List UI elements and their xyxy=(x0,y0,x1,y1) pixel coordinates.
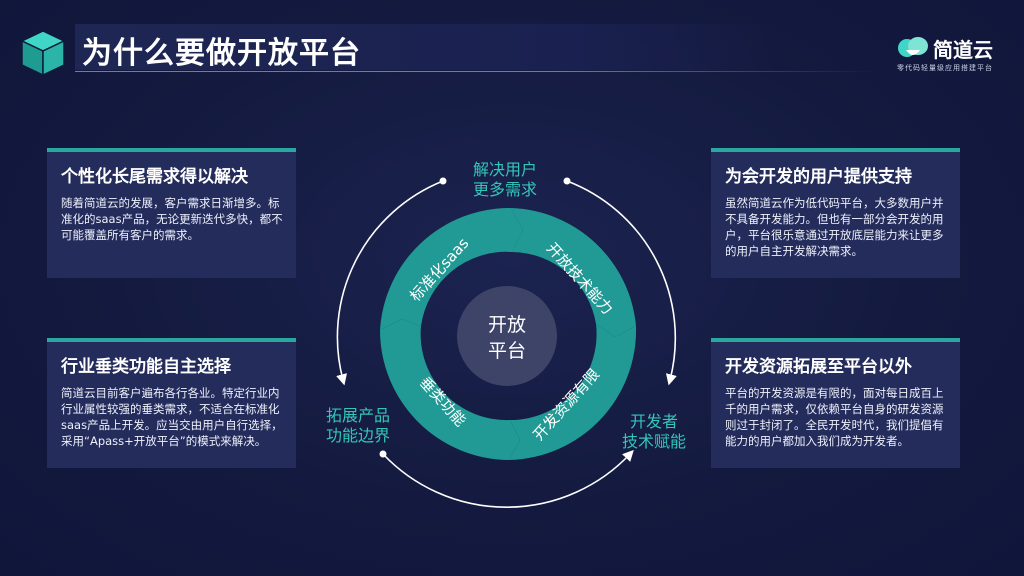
card-vertical-features: 行业垂类功能自主选择 简道云目前客户遍布各行各业。特定行业内行业属性较强的垂类需… xyxy=(47,338,296,468)
card-body: 平台的开发资源是有限的，面对每日成百上千的用户需求，仅依赖平台自身的研发资源则过… xyxy=(725,386,944,448)
card-heading: 个性化长尾需求得以解决 xyxy=(61,167,248,187)
outer-label-extend-boundary: 拓展产品 功能边界 xyxy=(308,406,408,446)
card-developer-support: 为会开发的用户提供支持 虽然简道云作为低代码平台，大多数用户并不具备开发能力。但… xyxy=(711,148,960,278)
card-dev-resources: 开发资源拓展至平台以外 平台的开发资源是有限的，面对每日成百上千的用户需求，仅依… xyxy=(711,338,960,468)
header-divider xyxy=(75,71,875,72)
segment-open-tech xyxy=(511,208,636,337)
cycle-arrow-right xyxy=(566,180,677,386)
cycle-arrow-bottom xyxy=(382,449,634,508)
segment-dev-resources xyxy=(509,324,637,460)
label-line: 功能边界 xyxy=(325,426,390,445)
label-line: 技术赋能 xyxy=(621,432,686,451)
card-long-tail-needs: 个性化长尾需求得以解决 随着简道云的发展，客户需求日渐增多。标准化的saas产品… xyxy=(47,148,296,278)
card-body: 虽然简道云作为低代码平台，大多数用户并不具备开发能力。但也有一部分会开发的用户，… xyxy=(725,196,944,258)
card-body: 简道云目前客户遍布各行各业。特定行业内行业属性较强的垂类需求，不适合在标准化sa… xyxy=(61,386,283,448)
label-line: 解决用户 xyxy=(472,160,537,179)
arrow-start-dot xyxy=(379,450,387,458)
cube-icon xyxy=(20,30,66,77)
segment-vertical-features xyxy=(380,319,520,460)
brand-logo: 简道云 零代码轻量级应用搭建平台 xyxy=(897,34,1007,74)
label-line: 开发者 xyxy=(629,412,678,431)
center-label-line1: 开放 xyxy=(488,314,526,336)
segment-standard-saas xyxy=(380,207,523,330)
label-line: 拓展产品 xyxy=(325,406,390,425)
arrow-start-dot xyxy=(439,177,447,185)
center-hub xyxy=(457,286,557,386)
outer-label-solve-needs: 解决用户 更多需求 xyxy=(455,160,555,200)
card-body: 随着简道云的发展，客户需求日渐增多。标准化的saas产品，无论更新迭代多快，都不… xyxy=(61,196,283,242)
cycle-arrow-top-left xyxy=(336,180,444,386)
label-line: 更多需求 xyxy=(472,180,537,199)
arrow-start-dot xyxy=(563,177,571,185)
cloud-heart-icon xyxy=(898,37,928,57)
center-label-line2: 平台 xyxy=(488,340,526,362)
card-heading: 行业垂类功能自主选择 xyxy=(61,357,231,377)
brand-name: 简道云 xyxy=(933,38,993,62)
header-bar xyxy=(75,24,775,70)
brand-tagline: 零代码轻量级应用搭建平台 xyxy=(897,64,993,72)
card-heading: 开发资源拓展至平台以外 xyxy=(725,357,912,377)
page-title: 为什么要做开放平台 xyxy=(82,36,361,71)
outer-label-developer-empower: 开发者 技术赋能 xyxy=(604,412,704,452)
card-heading: 为会开发的用户提供支持 xyxy=(725,167,912,187)
